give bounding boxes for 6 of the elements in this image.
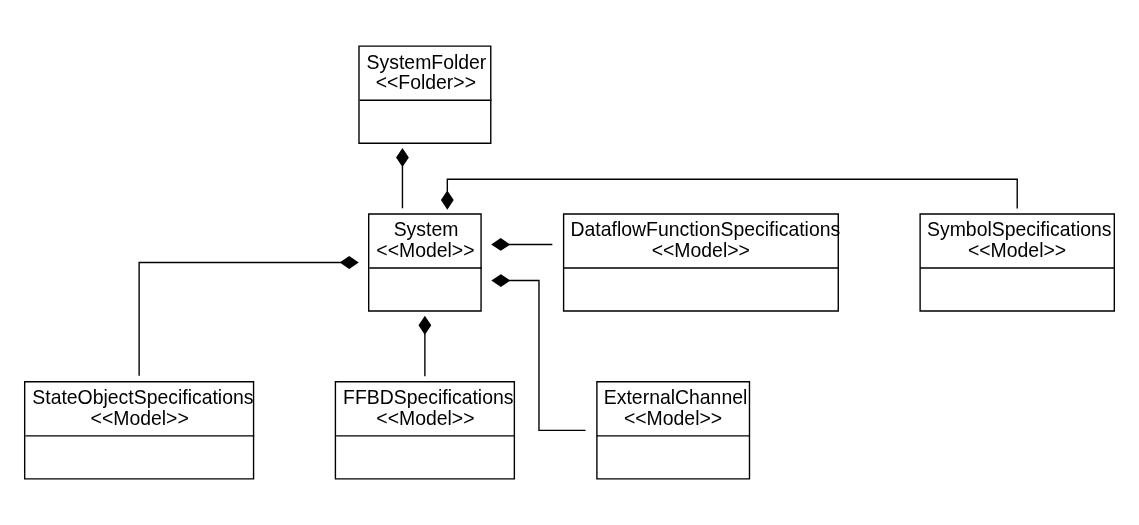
connector: [138, 256, 359, 377]
connector: [491, 238, 554, 251]
connector: [491, 274, 587, 432]
connector: [396, 147, 409, 209]
connector: [418, 315, 432, 377]
connector: [440, 178, 1018, 210]
